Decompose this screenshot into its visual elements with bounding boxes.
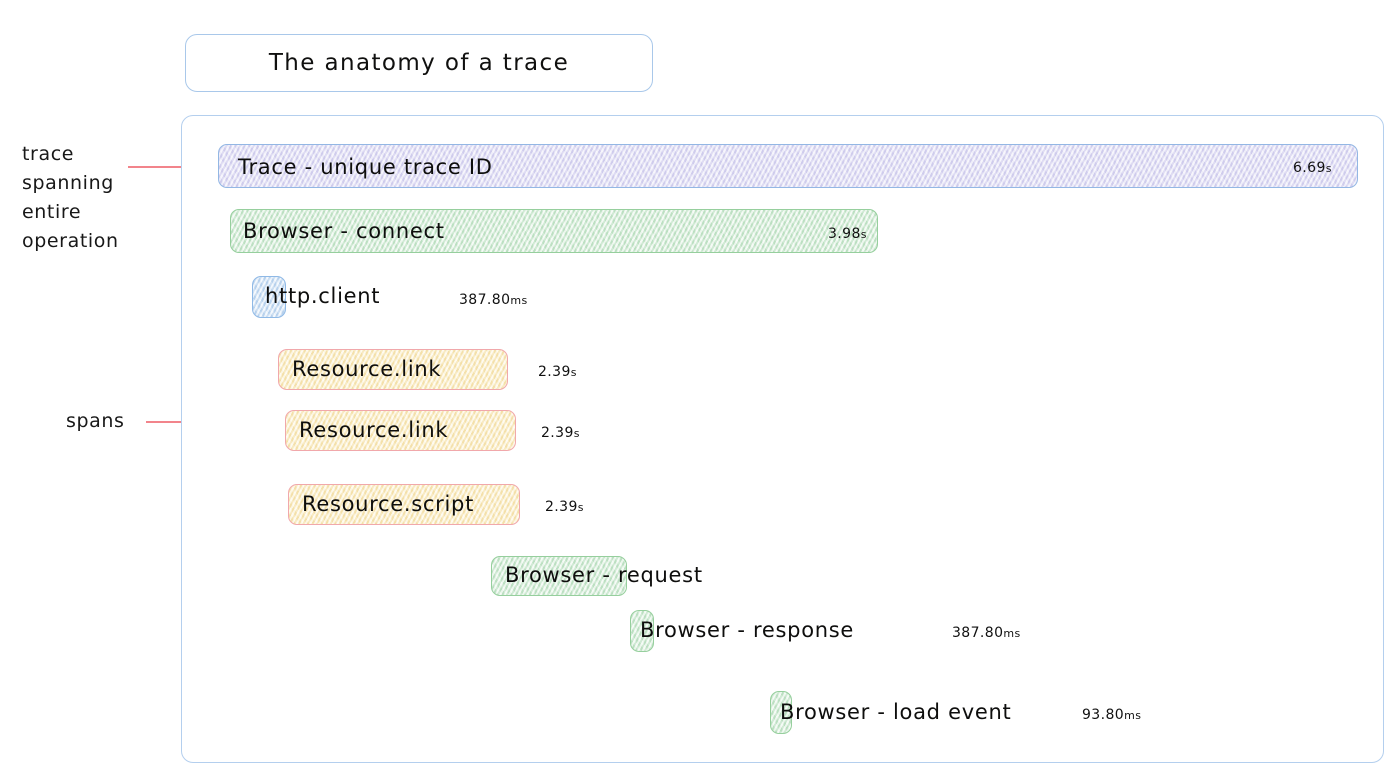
span-duration-http-client-value: 387.80 <box>459 292 511 308</box>
span-label-http-client: http.client <box>265 284 381 308</box>
span-duration-trace-root-unit: s <box>1325 162 1332 175</box>
span-duration-browser-load-event-unit: ms <box>1124 709 1142 722</box>
span-label-browser-response: Browser - response <box>640 618 855 642</box>
span-bar-browser-request[interactable] <box>491 556 627 596</box>
span-label-browser-load-event: Browser - load event <box>780 700 1012 724</box>
annotation-trace-label: trace spanning entire operation <box>22 143 119 252</box>
span-label-resource-script: Resource.script <box>302 492 474 516</box>
span-duration-trace-root: 6.69s <box>1293 160 1332 176</box>
span-duration-browser-connect: 3.98s <box>828 226 867 242</box>
span-duration-resource-link-1: 2.39s <box>538 364 577 380</box>
span-bar-resource-link-1[interactable] <box>278 349 508 390</box>
title-card: The anatomy of a trace <box>185 34 653 92</box>
annotation-spans-leader-line <box>146 421 214 423</box>
annotation-trace-leader-line <box>128 166 188 168</box>
span-label-browser-request: Browser - request <box>505 563 703 587</box>
span-duration-browser-response-unit: ms <box>1003 627 1021 640</box>
span-bar-resource-script[interactable] <box>288 484 520 525</box>
span-duration-resource-link-2-value: 2.39 <box>541 425 574 441</box>
span-duration-browser-connect-value: 3.98 <box>828 226 861 242</box>
span-duration-browser-response: 387.80ms <box>952 625 1021 641</box>
span-duration-browser-response-value: 387.80 <box>952 625 1004 641</box>
span-label-browser-connect: Browser - connect <box>243 219 445 243</box>
span-bar-resource-link-2[interactable] <box>285 410 516 451</box>
span-duration-resource-script-unit: s <box>577 501 584 514</box>
span-duration-resource-link-1-value: 2.39 <box>538 364 571 380</box>
span-bar-browser-load-event[interactable] <box>770 691 792 734</box>
span-duration-resource-script-value: 2.39 <box>545 499 578 515</box>
span-bar-http-client[interactable] <box>252 276 286 318</box>
annotation-spans-label: spans <box>66 410 125 432</box>
span-duration-http-client-unit: ms <box>510 294 528 307</box>
span-bar-browser-response[interactable] <box>630 610 654 652</box>
span-bar-browser-connect[interactable] <box>230 209 878 253</box>
span-duration-resource-link-1-unit: s <box>570 366 577 379</box>
span-duration-trace-root-value: 6.69 <box>1293 160 1326 176</box>
span-bar-trace-root[interactable] <box>218 144 1358 188</box>
span-duration-resource-script: 2.39s <box>545 499 584 515</box>
page-title: The anatomy of a trace <box>268 50 570 76</box>
span-duration-resource-link-2: 2.39s <box>541 425 580 441</box>
span-duration-browser-connect-unit: s <box>860 228 867 241</box>
span-label-resource-link-1: Resource.link <box>292 357 442 381</box>
span-duration-http-client: 387.80ms <box>459 292 528 308</box>
span-duration-browser-load-event-value: 93.80 <box>1082 707 1125 723</box>
span-duration-browser-load-event: 93.80ms <box>1082 707 1141 723</box>
span-label-trace-root: Trace - unique trace ID <box>238 155 493 179</box>
span-label-resource-link-2: Resource.link <box>299 418 449 442</box>
span-duration-resource-link-2-unit: s <box>573 427 580 440</box>
